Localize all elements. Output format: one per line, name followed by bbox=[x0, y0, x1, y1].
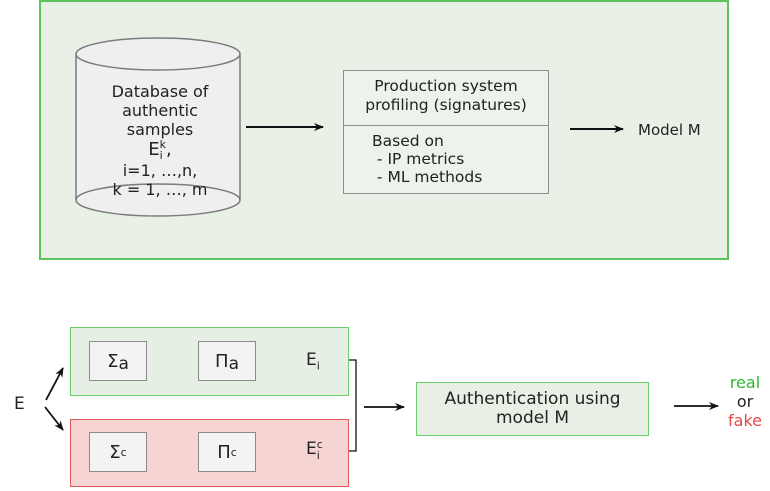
database-line-5: i=1, …,n, bbox=[122, 161, 198, 180]
input-label: E bbox=[14, 394, 25, 414]
model-label: Model M bbox=[638, 121, 701, 139]
profiling-box: Production system profiling (signatures)… bbox=[343, 70, 549, 194]
arrow-e-to-branch-c bbox=[44, 406, 64, 431]
database-line-3: samples bbox=[126, 120, 194, 139]
profiling-methods: Based on - IP metrics - ML methods bbox=[372, 132, 483, 186]
arrow-e-to-branch-a bbox=[45, 367, 64, 401]
result-label: real or fake bbox=[722, 373, 768, 430]
database-line-1: Database of bbox=[111, 82, 209, 101]
merge-bracket bbox=[343, 359, 357, 452]
output-ei: Ei bbox=[306, 350, 320, 373]
result-or: or bbox=[736, 392, 754, 411]
result-real: real bbox=[729, 373, 761, 392]
result-fake: fake bbox=[728, 411, 762, 430]
database-line-2: authentic bbox=[122, 101, 198, 120]
database-line-6: k = 1, …, m bbox=[112, 180, 208, 199]
profiling-title: Production system profiling (signatures) bbox=[365, 77, 527, 114]
profiling-divider bbox=[344, 125, 548, 126]
authentication-box: Authentication using model M bbox=[416, 382, 649, 436]
database-cylinder bbox=[75, 37, 241, 217]
